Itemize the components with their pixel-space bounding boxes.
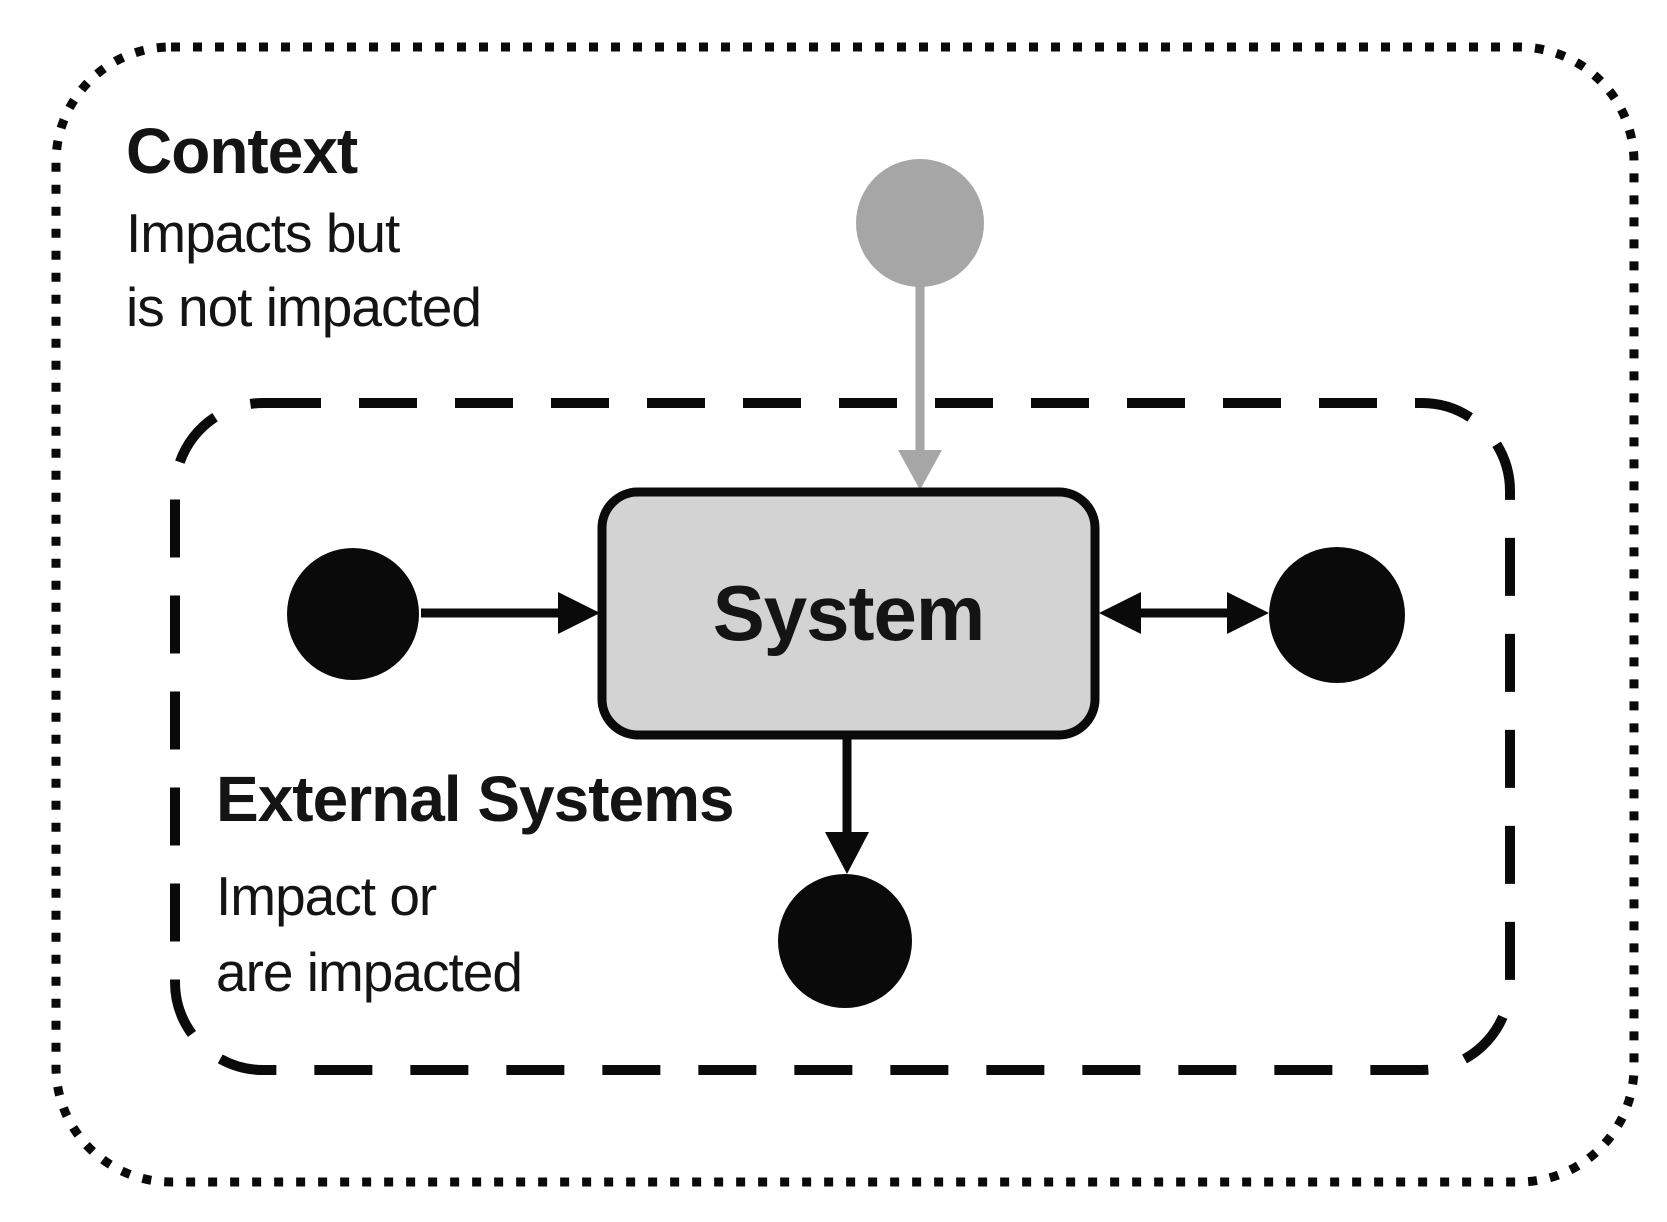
external-systems-title: External Systems: [216, 763, 735, 835]
context-actor-node: [856, 159, 984, 287]
external-actor-left-node: [287, 548, 419, 680]
external-systems-boundary: [170, 398, 1515, 1075]
system-box: [597, 487, 1100, 740]
context-to-system-arrow: [898, 285, 942, 490]
system-right-actor-double-arrow: [1099, 592, 1269, 634]
external-systems-subtitle: Impact or are impacted: [216, 865, 523, 1003]
external-actor-right-node: [1269, 547, 1405, 683]
context-title: Context: [126, 115, 358, 187]
left-actor-to-system-arrow: [421, 592, 600, 634]
system-to-bottom-actor-arrow: [825, 737, 869, 874]
external-actor-bottom-node: [778, 874, 912, 1008]
context-boundary: [51, 42, 1639, 1187]
system-label: System: [712, 569, 986, 657]
context-subtitle: Impacts but is not impacted: [126, 202, 482, 338]
